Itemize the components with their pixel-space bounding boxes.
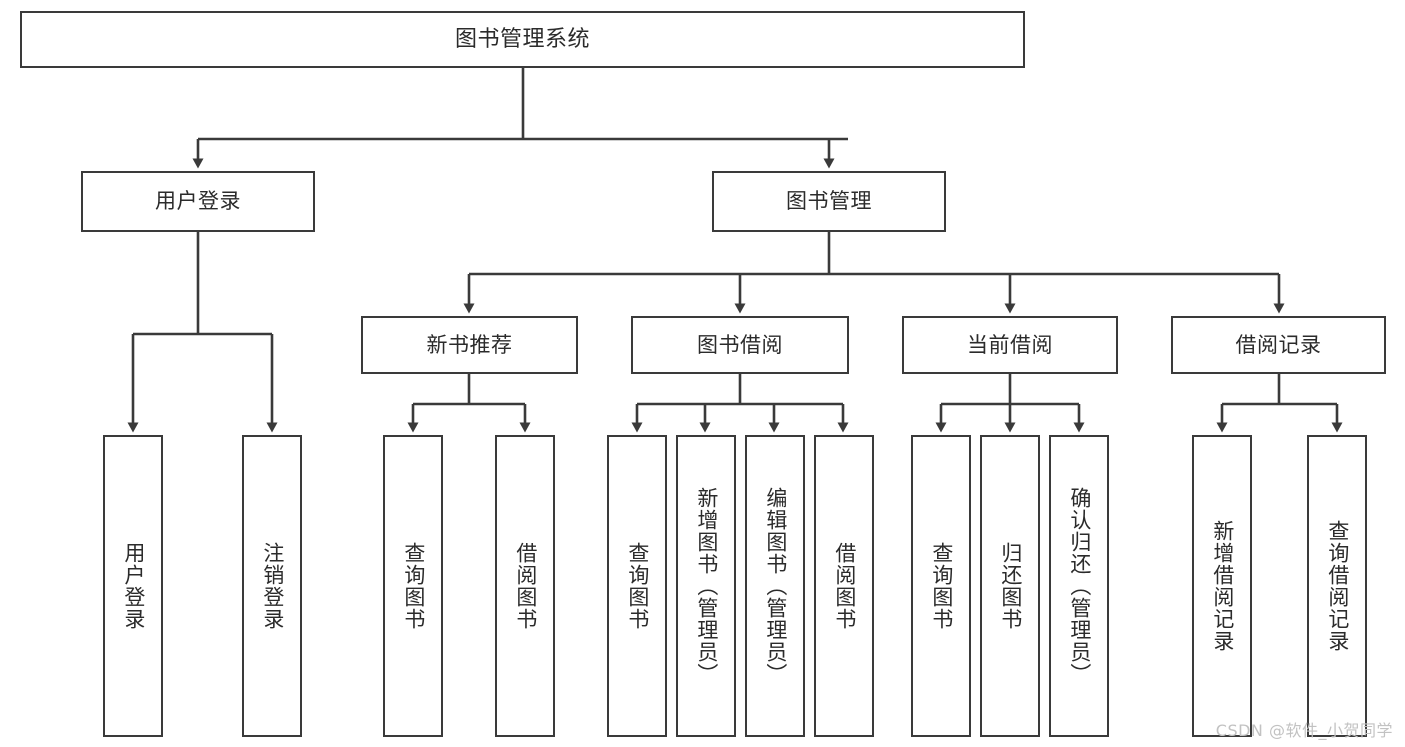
leaf-query-book-current[interactable]: 查询图书 — [911, 435, 971, 737]
node-label: 新书推荐 — [426, 332, 513, 357]
leaf-return-book[interactable]: 归还图书 — [980, 435, 1040, 737]
node-label: 确认归还（管理员） — [1067, 487, 1092, 685]
leaf-borrow-book-new[interactable]: 借阅图书 — [495, 435, 555, 737]
node-label: 图书借阅 — [697, 332, 783, 357]
node-label: 查询图书 — [401, 542, 426, 630]
node-book-borrow[interactable]: 图书借阅 — [631, 316, 849, 374]
leaf-query-borrow-record[interactable]: 查询借阅记录 — [1307, 435, 1367, 737]
node-label: 查询图书 — [929, 542, 954, 630]
leaf-logout[interactable]: 注销登录 — [242, 435, 302, 737]
node-label: 查询图书 — [625, 542, 650, 630]
node-label: 用户登录 — [121, 542, 146, 630]
node-current-borrow[interactable]: 当前借阅 — [902, 316, 1118, 374]
node-label: 当前借阅 — [967, 332, 1053, 357]
leaf-user-login[interactable]: 用户登录 — [103, 435, 163, 737]
leaf-edit-book-admin[interactable]: 编辑图书（管理员） — [745, 435, 805, 737]
node-book-management[interactable]: 图书管理 — [712, 171, 946, 232]
node-label: 借阅图书 — [513, 542, 538, 630]
node-label: 注销登录 — [260, 542, 285, 630]
leaf-confirm-return-admin[interactable]: 确认归还（管理员） — [1049, 435, 1109, 737]
node-label: 查询借阅记录 — [1325, 520, 1350, 652]
node-borrow-record[interactable]: 借阅记录 — [1171, 316, 1386, 374]
node-label: 借阅记录 — [1235, 332, 1322, 357]
node-user-login[interactable]: 用户登录 — [81, 171, 315, 232]
leaf-add-book-admin[interactable]: 新增图书（管理员） — [676, 435, 736, 737]
node-label: 归还图书 — [998, 542, 1023, 630]
csdn-watermark: CSDN @软件_小贺同学 — [1215, 721, 1393, 740]
node-label: 用户登录 — [155, 189, 241, 214]
node-root[interactable]: 图书管理系统 — [20, 11, 1025, 68]
leaf-borrow-book[interactable]: 借阅图书 — [814, 435, 874, 737]
leaf-query-book[interactable]: 查询图书 — [607, 435, 667, 737]
node-label: 编辑图书（管理员） — [763, 487, 788, 685]
node-label: 图书管理 — [786, 189, 872, 214]
node-label: 新增借阅记录 — [1210, 520, 1235, 652]
leaf-query-book-new[interactable]: 查询图书 — [383, 435, 443, 737]
node-label: 新增图书（管理员） — [694, 487, 719, 685]
node-new-book-recommend[interactable]: 新书推荐 — [361, 316, 578, 374]
node-label: 借阅图书 — [832, 542, 857, 630]
node-label: 图书管理系统 — [454, 26, 590, 52]
leaf-add-borrow-record[interactable]: 新增借阅记录 — [1192, 435, 1252, 737]
